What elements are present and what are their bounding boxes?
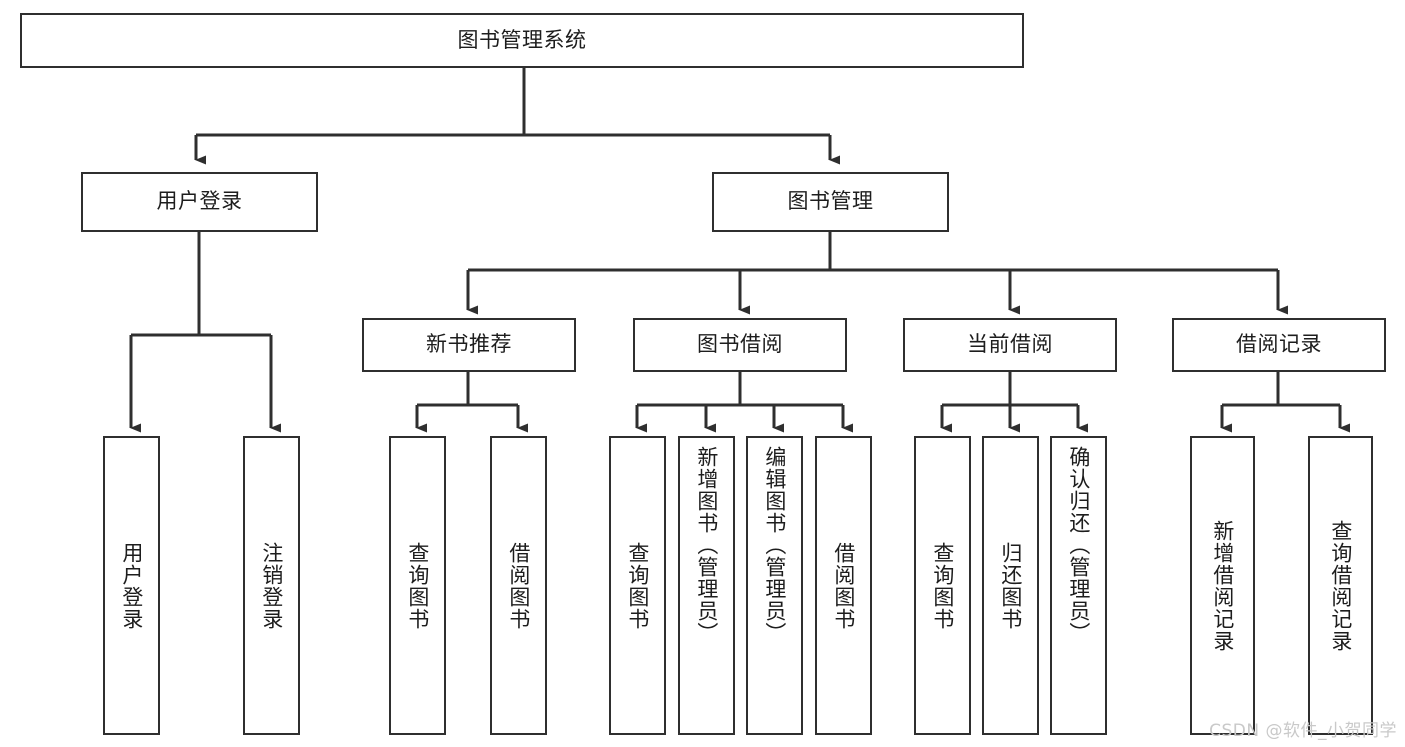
node-root-book-management-system[interactable]: 图书管理系统 xyxy=(20,13,1024,68)
node-book-management-label: 图书管理 xyxy=(787,189,874,214)
node-user-login[interactable]: 用户登录 xyxy=(81,172,318,232)
leaf-book-borrow-3-label: 借阅图书 xyxy=(831,541,856,630)
node-book-borrow[interactable]: 图书借阅 xyxy=(633,318,847,372)
leaf-borrow-record-1-label: 查询借阅记录 xyxy=(1328,519,1353,652)
node-borrow-record-label: 借阅记录 xyxy=(1236,332,1322,357)
leaf-new-book-recommend-0[interactable]: 查询图书 xyxy=(389,436,446,735)
node-book-borrow-label: 图书借阅 xyxy=(697,332,783,357)
leaf-book-borrow-1[interactable]: 新增图书（管理员） xyxy=(678,436,735,735)
leaf-borrow-record-0[interactable]: 新增借阅记录 xyxy=(1190,436,1255,735)
csdn-watermark: CSDN @软件_小贺同学 xyxy=(1209,721,1397,741)
leaf-user-login-0-label: 用户登录 xyxy=(119,541,144,630)
leaf-new-book-recommend-0-label: 查询图书 xyxy=(405,541,430,630)
leaf-current-borrow-2[interactable]: 确认归还（管理员） xyxy=(1050,436,1107,735)
node-current-borrow-label: 当前借阅 xyxy=(967,332,1053,357)
node-borrow-record[interactable]: 借阅记录 xyxy=(1172,318,1386,372)
leaf-current-borrow-1[interactable]: 归还图书 xyxy=(982,436,1039,735)
leaf-current-borrow-2-label: 确认归还（管理员） xyxy=(1066,446,1091,644)
leaf-user-login-1[interactable]: 注销登录 xyxy=(243,436,300,735)
node-current-borrow[interactable]: 当前借阅 xyxy=(903,318,1117,372)
node-root-label: 图书管理系统 xyxy=(457,27,587,52)
node-user-login-label: 用户登录 xyxy=(156,189,243,214)
leaf-user-login-0[interactable]: 用户登录 xyxy=(103,436,160,735)
leaf-book-borrow-0[interactable]: 查询图书 xyxy=(609,436,666,735)
leaf-new-book-recommend-1-label: 借阅图书 xyxy=(506,541,531,630)
leaf-borrow-record-1[interactable]: 查询借阅记录 xyxy=(1308,436,1373,735)
leaf-book-borrow-3[interactable]: 借阅图书 xyxy=(815,436,872,735)
leaf-user-login-1-label: 注销登录 xyxy=(259,541,284,630)
leaf-book-borrow-2-label: 编辑图书（管理员） xyxy=(762,446,787,644)
node-new-book-recommend[interactable]: 新书推荐 xyxy=(362,318,576,372)
leaf-book-borrow-2[interactable]: 编辑图书（管理员） xyxy=(746,436,803,735)
leaf-current-borrow-1-label: 归还图书 xyxy=(998,541,1023,630)
leaf-current-borrow-0[interactable]: 查询图书 xyxy=(914,436,971,735)
leaf-new-book-recommend-1[interactable]: 借阅图书 xyxy=(490,436,547,735)
leaf-book-borrow-0-label: 查询图书 xyxy=(625,541,650,630)
node-book-management[interactable]: 图书管理 xyxy=(712,172,949,232)
leaf-book-borrow-1-label: 新增图书（管理员） xyxy=(694,446,719,644)
node-new-book-recommend-label: 新书推荐 xyxy=(426,332,512,357)
leaf-current-borrow-0-label: 查询图书 xyxy=(930,541,955,630)
leaf-borrow-record-0-label: 新增借阅记录 xyxy=(1210,519,1235,652)
